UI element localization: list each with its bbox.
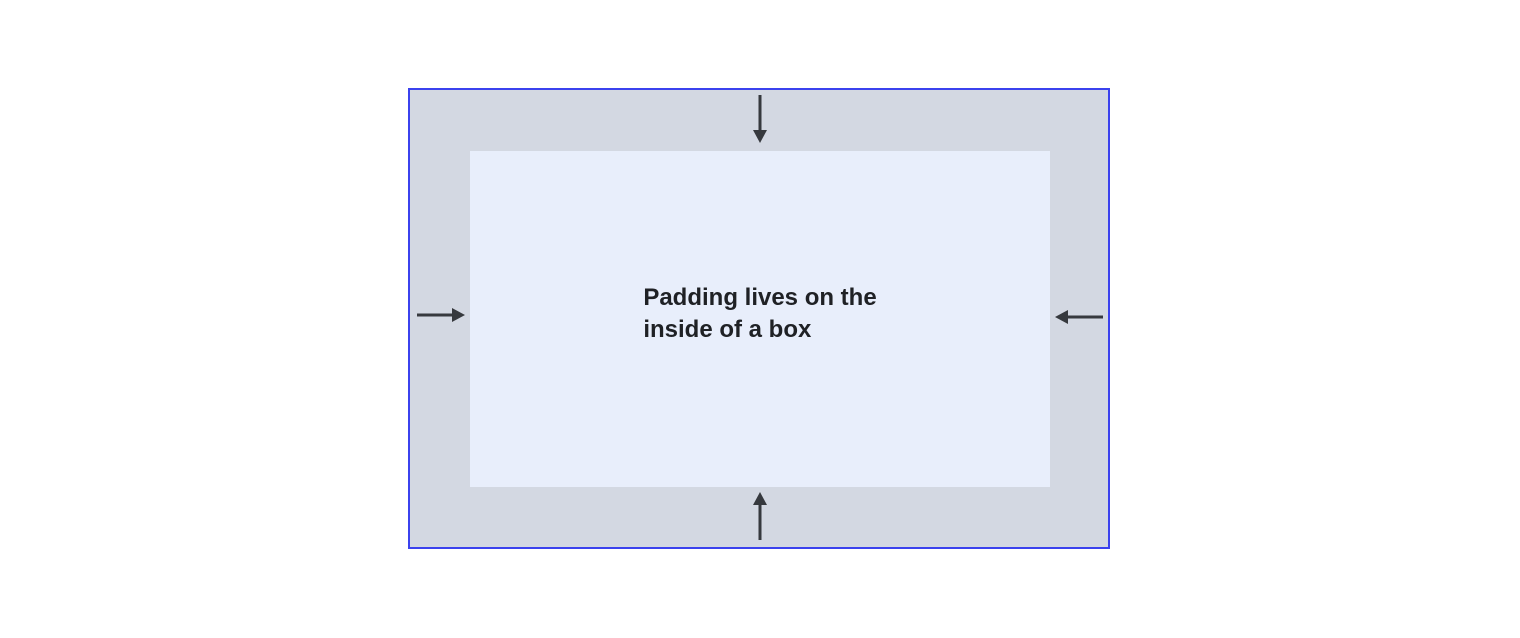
padding-label: Padding lives on the inside of a box <box>643 284 877 343</box>
arrow-down-icon <box>748 95 772 143</box>
arrow-up-icon <box>748 492 772 540</box>
arrow-left-icon <box>1055 305 1103 329</box>
arrow-right-icon <box>417 303 465 327</box>
content-inner-box: Padding lives on the inside of a box <box>470 151 1050 487</box>
